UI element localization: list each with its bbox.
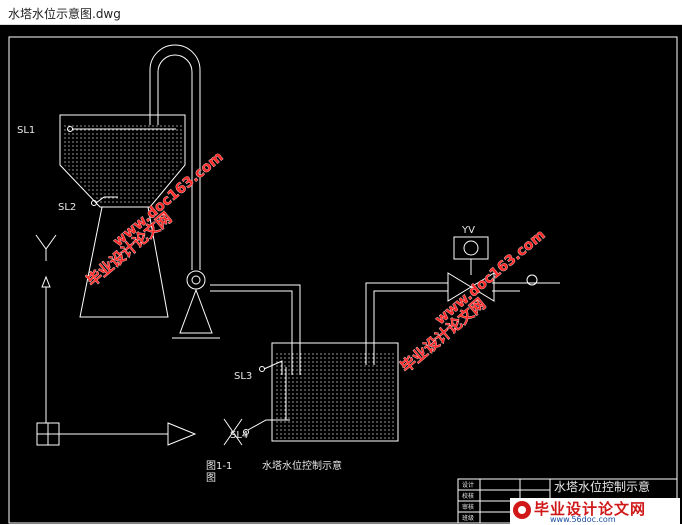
solenoid-valve (447, 236, 538, 302)
tower-stand (79, 206, 169, 318)
title-block-row1: 设计 (462, 481, 474, 489)
brand-name: 毕业设计论文网 (534, 500, 647, 518)
figure-label-1: 图1-1 (206, 460, 232, 472)
title-block-title: 水塔水位控制示意 (554, 479, 650, 494)
sensor-sl4 (243, 367, 290, 435)
label-sl2: SL2 (58, 202, 76, 213)
cross-marker (223, 418, 243, 446)
label-sl1: SL1 (17, 125, 35, 136)
sensor-sl2 (91, 196, 118, 206)
title-block-row4: 班级 (462, 514, 474, 522)
cad-drawing: SL1 SL2 SL3 SL4 YV 图1-1 图 水塔水位控制示意 水塔水位控… (8, 36, 678, 524)
cad-viewport[interactable]: SL1 SL2 SL3 SL4 YV 图1-1 图 水塔水位控制示意 水塔水位控… (0, 24, 682, 524)
figure-label-2: 图 (206, 472, 216, 484)
svg-text:www.doc163.com: www.doc163.com (432, 227, 548, 328)
brand-badge: 毕业设计论文网 www.56doc.com (510, 498, 680, 524)
sensor-sl3 (259, 360, 283, 375)
pump (172, 270, 220, 339)
lower-tank (271, 342, 399, 442)
title-block-row2: 校核 (462, 492, 474, 500)
window-title: 水塔水位示意图.dwg (8, 7, 121, 21)
label-yv: YV (461, 225, 475, 236)
brand-url: www.56doc.com (550, 515, 616, 524)
figure-caption: 水塔水位控制示意 (262, 459, 342, 472)
label-sl3: SL3 (234, 371, 252, 382)
watermark-url-2: www.doc163.com (432, 227, 549, 329)
inlet-pipe (365, 282, 560, 365)
title-block-row3: 审核 (462, 503, 474, 511)
label-sl4: SL4 (230, 430, 248, 441)
sensor-sl1 (67, 126, 176, 132)
ucs-icon (35, 234, 197, 446)
brand-logo-icon (513, 501, 531, 519)
window-titlebar: 水塔水位示意图.dwg (0, 0, 682, 24)
drawing-border (8, 36, 678, 524)
supply-pipe (149, 44, 301, 375)
